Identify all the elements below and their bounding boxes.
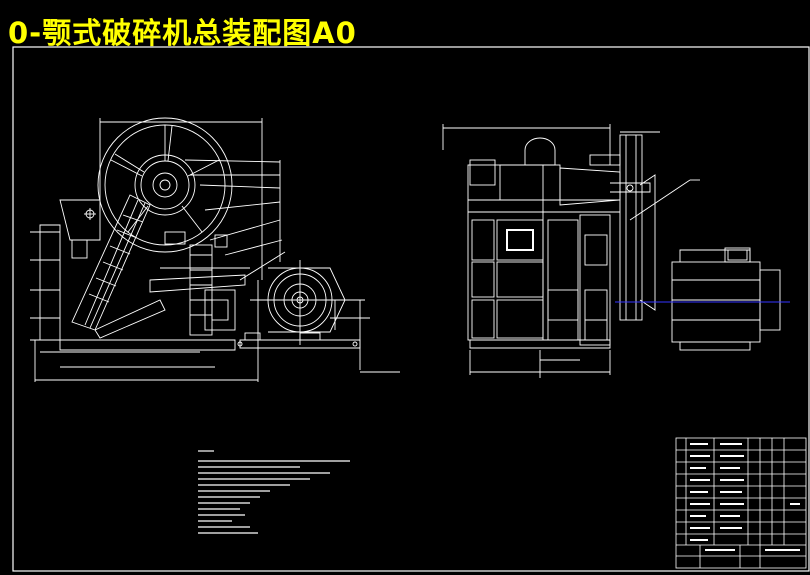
drawing-frame <box>12 46 810 572</box>
technical-notes <box>198 450 350 534</box>
drawing-title: 0-颚式破碎机总装配图A0 <box>8 16 357 50</box>
front-view-crusher <box>30 117 286 382</box>
side-view-crusher <box>442 124 781 378</box>
title-block <box>675 437 807 569</box>
motor-pulley-detail <box>237 260 400 373</box>
